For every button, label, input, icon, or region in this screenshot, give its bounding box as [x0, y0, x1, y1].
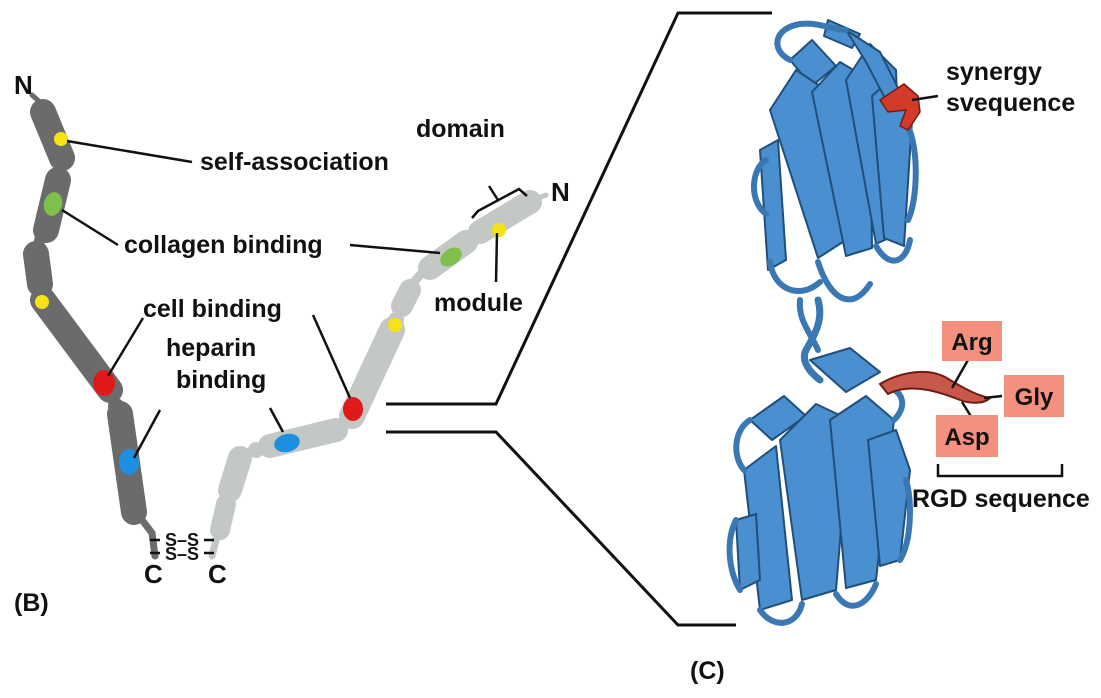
residue-arg-label: Arg — [951, 329, 992, 356]
residue-arg: Arg — [942, 321, 1002, 361]
label-synergy-line2: svequence — [946, 89, 1075, 117]
label-heparin-line2: binding — [176, 366, 266, 394]
synergy-region — [878, 83, 921, 131]
label-heparin-line1: heparin — [166, 334, 256, 362]
binding-sites — [35, 132, 506, 475]
collagen-site-dark — [43, 192, 63, 216]
n-terminus-light: N — [551, 177, 570, 207]
label-domain: domain — [416, 115, 505, 143]
fibronectin-dimer-diagram: S–S S–S N N C C self-association collage… — [14, 70, 570, 617]
cell-site-dark — [93, 370, 115, 396]
rgd-loop — [878, 370, 993, 404]
residue-asp: Asp — [936, 415, 998, 457]
residue-gly: Gly — [1004, 375, 1064, 417]
self-association-site-light-2 — [388, 318, 402, 332]
residue-asp-label: Asp — [944, 424, 989, 451]
self-association-site-dark — [54, 132, 68, 146]
heparin-site-light — [274, 433, 300, 453]
dark-chain — [23, 92, 159, 560]
interdomain-linker — [801, 296, 824, 384]
self-association-site-dark-2 — [35, 295, 49, 309]
n-terminus-dark: N — [14, 70, 33, 100]
label-rgd-sequence: RGD sequence — [912, 485, 1090, 513]
label-synergy-line1: synergy — [946, 58, 1042, 86]
disulfide-bonds: S–S S–S — [150, 530, 214, 564]
panel-b-label: (B) — [14, 589, 49, 617]
synergy-leader — [911, 94, 939, 102]
zoom-lines — [386, 11, 772, 627]
leader-lines — [61, 139, 528, 459]
rgd-bracket — [936, 464, 1064, 478]
panel-c-label: (C) — [690, 657, 725, 685]
label-collagen-binding: collagen binding — [124, 231, 323, 259]
upper-domain-ribbon — [759, 19, 913, 271]
fibronectin-module-structure: Arg Gly Asp RGD sequence synergy svequen… — [690, 19, 1090, 685]
collagen-site-light — [440, 247, 462, 267]
cell-site-light — [343, 397, 363, 421]
label-cell-binding: cell binding — [143, 295, 282, 323]
label-module: module — [434, 289, 523, 317]
disulfide-label-2: S–S — [165, 544, 199, 564]
c-terminus-light: C — [208, 559, 227, 589]
label-self-association: self-association — [200, 148, 389, 176]
c-terminus-dark: C — [144, 559, 163, 589]
lower-domain-ribbon — [735, 347, 911, 611]
self-association-site-light — [492, 223, 506, 237]
residue-gly-label: Gly — [1015, 384, 1054, 411]
disulfide-label-1: S–S — [165, 530, 199, 550]
